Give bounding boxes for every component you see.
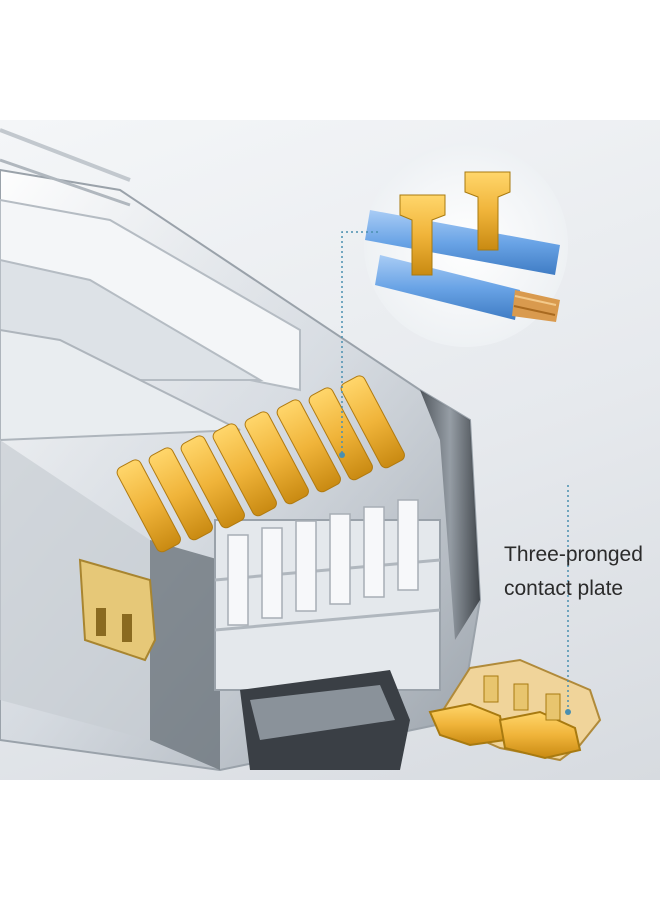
magnified-wire-contact: [364, 143, 568, 347]
callout-dots: [339, 452, 571, 715]
rj45-illustration: [0, 128, 602, 772]
pin-separators: [227, 499, 419, 626]
three-pronged-contact-plate-icon: [428, 658, 602, 762]
callout-line-1: Three-pronged: [504, 543, 643, 566]
gold-contact-pins: [116, 375, 405, 553]
callout-line-2: contact plate: [504, 577, 624, 600]
contact-plate-callout: Three-pronged contact plate: [504, 538, 643, 606]
callout-leader-lines: [341, 231, 569, 712]
product-scene: Three-pronged contact plate: [0, 120, 660, 780]
side-contact-plate: [78, 558, 157, 662]
